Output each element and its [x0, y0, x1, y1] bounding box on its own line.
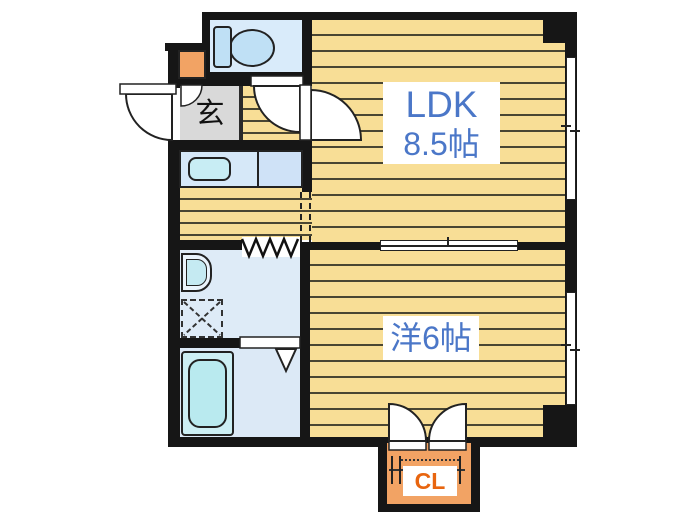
- wall-divider-right: [518, 242, 565, 250]
- wall-washroom-bathroom: [168, 338, 310, 348]
- wall-corner-topright: [543, 12, 577, 43]
- sliding-door-mid-line: [381, 245, 517, 247]
- wall-above-genkan: [168, 78, 202, 86]
- wall-ldk-left-mid: [302, 140, 312, 192]
- bathtub-inner: [188, 359, 227, 428]
- closet-pipe-tick-1: [391, 456, 393, 484]
- ldk-room-size: 8.5帖: [403, 126, 480, 162]
- ldk-room-label: LDK 8.5帖: [383, 82, 500, 164]
- entrance-door-arc: [124, 93, 173, 142]
- window-ldk-sash-tick2: [570, 130, 580, 132]
- wall-ldk-left-top: [302, 12, 312, 86]
- washing-machine-space-dashed-square: [181, 299, 223, 338]
- wall-toilet-bottom: [202, 72, 312, 86]
- wall-genkan-bottom: [168, 140, 312, 152]
- wall-toilet-left: [202, 12, 210, 86]
- corridor-floor: [180, 188, 312, 240]
- wall-top: [202, 12, 577, 20]
- closet-pipe-tick-2: [399, 456, 401, 484]
- window-western: [566, 292, 576, 405]
- vanity-sink: [188, 157, 231, 181]
- wall-left-lower: [168, 140, 180, 447]
- wall-corridor-bottom: [168, 240, 242, 250]
- open-passage-dashed-right: [309, 192, 311, 242]
- hallway-floor: [242, 86, 302, 141]
- washing-machine-counter-right: [257, 150, 303, 188]
- window-western-sash-tick2: [570, 349, 580, 351]
- window-western-sash-tick: [561, 344, 571, 346]
- closet-label: CL: [403, 466, 457, 496]
- toilet-bowl: [229, 29, 275, 67]
- western-room-label: 洋6帖: [383, 316, 479, 360]
- wall-bottom: [168, 437, 577, 447]
- toilet-tank: [213, 26, 232, 68]
- wall-left-upper: [168, 43, 180, 88]
- window-ldk: [566, 57, 576, 200]
- sliding-door-center-tick: [447, 237, 449, 245]
- entrance-storage-box: [178, 50, 206, 79]
- ldk-room-name: LDK: [405, 84, 478, 125]
- genkan-step-edge: [239, 86, 243, 141]
- closet-pipe-tick-3: [459, 456, 461, 484]
- washbasin-inner: [186, 259, 207, 286]
- window-ldk-sash-tick: [561, 125, 571, 127]
- wall-divider-left: [310, 242, 380, 250]
- closet-depth-dotted-line: [401, 459, 459, 461]
- open-passage-dashed-left: [300, 192, 302, 242]
- wall-topleft-stub: [165, 43, 207, 51]
- genkan-label: 玄: [195, 98, 225, 130]
